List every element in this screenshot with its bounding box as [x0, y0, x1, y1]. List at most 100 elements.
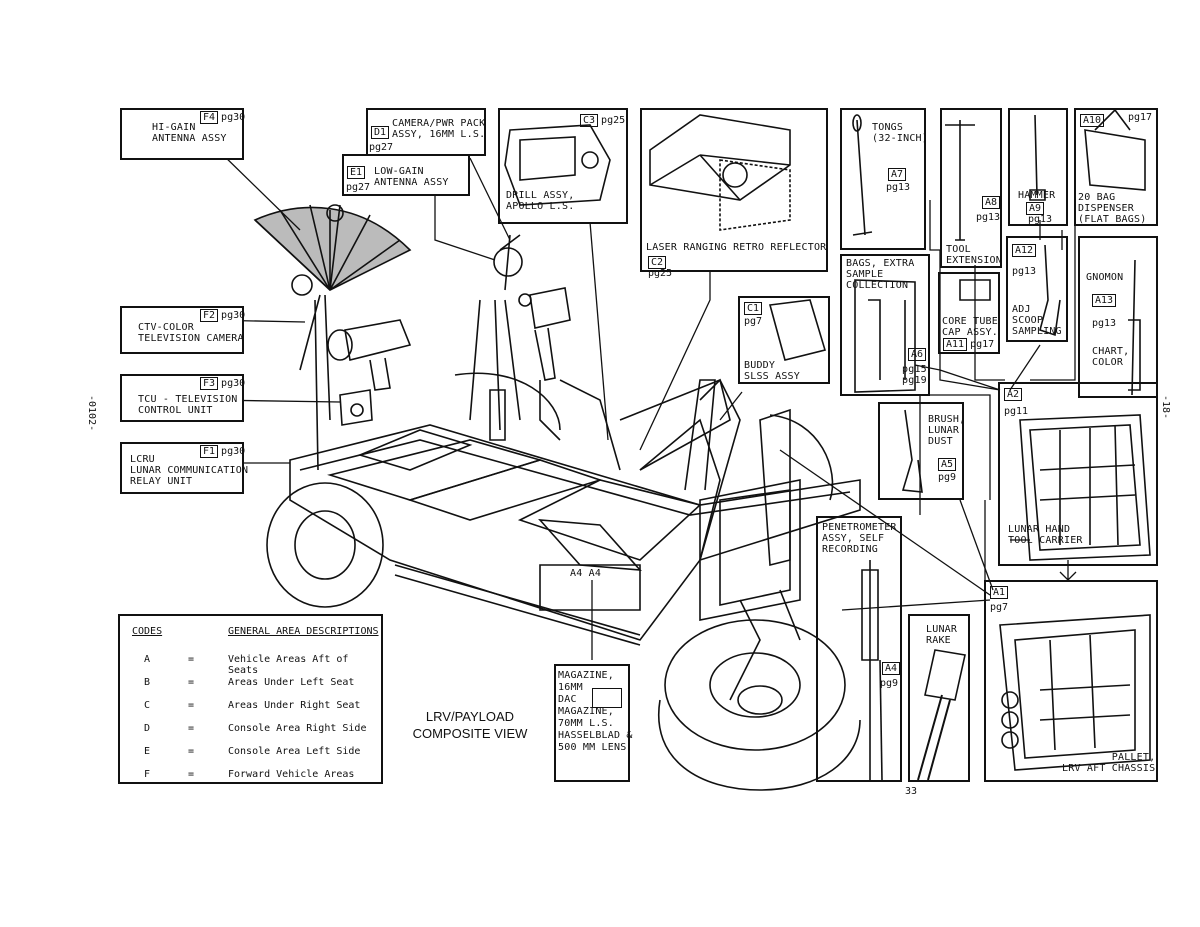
code-description: Areas Under Left Seat — [228, 677, 355, 688]
code-letter: F — [144, 769, 151, 780]
component-code: C2 — [648, 256, 667, 269]
label-a6-sample-bags: BAGS, EXTRA SAMPLE COLLECTION A6 pg15 pg… — [840, 254, 930, 396]
component-code: A6 — [908, 348, 927, 361]
code-equals: = — [188, 723, 195, 734]
component-page: pg30 — [221, 112, 246, 123]
component-code: A10 — [1080, 114, 1105, 127]
component-code: C1 — [744, 302, 763, 315]
component-code: A11 — [943, 338, 968, 351]
component-page: pg7 — [990, 602, 1009, 613]
component-page: pg13 — [976, 212, 1001, 223]
component-code: A12 — [1012, 244, 1037, 257]
component-code: A8 — [982, 196, 1001, 209]
component-name: LASER RANGING RETRO REFLECTOR — [646, 242, 827, 253]
component-page: pg30 — [221, 378, 246, 389]
code-letter: D — [144, 723, 151, 734]
code-description: Vehicle Areas Aft of Seats — [228, 654, 349, 676]
component-page: pg13 — [1012, 266, 1037, 277]
component-name: TONGS (32-INCH) — [872, 122, 928, 144]
code-equals: = — [188, 677, 195, 688]
codes-row: C = Areas Under Right Seat — [120, 700, 380, 714]
label-a9-hammer: HAMMER A9 pg13 — [1008, 108, 1068, 226]
component-page: pg27 — [346, 182, 371, 193]
component-page: pg25 — [648, 268, 673, 279]
component-code: F4 — [200, 111, 219, 124]
label-a13-gnomon: GNOMON A13 pg13 CHART, COLOR — [1078, 236, 1158, 398]
label-a1-pallet: A1 pg7 PALLET, LRV AFT CHASSIS — [984, 580, 1158, 782]
code-letter: E — [144, 746, 151, 757]
label-a5-brush: BRUSH, LUNAR DUST A5 pg9 — [878, 402, 966, 500]
component-code: D1 — [371, 126, 390, 139]
title-line-2: COMPOSITE VIEW — [412, 726, 528, 741]
component-name: CORE TUBE CAP ASSY. — [942, 316, 998, 338]
diagram-title: LRV/PAYLOAD COMPOSITE VIEW — [400, 708, 540, 742]
component-page: pg30 — [221, 446, 246, 457]
component-code: E1 — [347, 166, 366, 179]
page-number: 33 — [905, 786, 918, 797]
component-extra: CHART, COLOR — [1092, 346, 1130, 368]
component-name: 20 BAG DISPENSER (FLAT BAGS) — [1078, 192, 1147, 225]
title-line-1: LRV/PAYLOAD — [425, 709, 515, 724]
label-a7-tongs: TONGS (32-INCH) A7 pg13 — [840, 108, 928, 250]
code-description: Console Area Left Side — [228, 746, 361, 757]
pallet-drawing — [999, 614, 1151, 771]
component-code: A5 — [938, 458, 957, 471]
component-page: pg25 — [601, 115, 626, 126]
wheels — [266, 372, 861, 791]
component-name: LCRU LUNAR COMMUNICATION RELAY UNIT — [130, 454, 249, 487]
code-equals: = — [188, 654, 195, 665]
component-name: BUDDY SLSS ASSY — [744, 360, 800, 382]
component-code: A13 — [1092, 294, 1117, 307]
hi-gain-antenna-drawing — [253, 204, 412, 471]
label-a8-tool-extension: A8 pg13 TOOL EXTENSION — [940, 108, 1002, 268]
leader-lines — [207, 149, 1077, 660]
magazine-box-icon — [592, 688, 622, 708]
component-name: LUNAR RAKE — [926, 624, 958, 646]
component-code: A4 — [882, 662, 901, 675]
label-a10-bag-dispenser: A10 pg17 20 BAG DISPENSER (FLAT BAGS) — [1074, 108, 1158, 226]
component-name: MAGAZINE, 16MM DAC MAGAZINE, 70MM L.S. H… — [558, 670, 633, 753]
drill-drawing — [504, 124, 611, 206]
code-description: Areas Under Right Seat — [228, 700, 361, 711]
component-code: A7 — [888, 168, 907, 181]
codes-row: E = Console Area Left Side — [120, 746, 380, 760]
component-code: A9 — [1026, 202, 1045, 215]
side-margin-right: -18- — [1160, 395, 1171, 420]
component-name: ADJ SCOOP SAMPLING — [1012, 304, 1062, 337]
code-letter: C — [144, 700, 151, 711]
code-equals: = — [188, 769, 195, 780]
code-equals: = — [188, 746, 195, 757]
lrv-chassis — [289, 378, 861, 701]
label-d1-camera-pwr-pack: D1 CAMERA/PWR PACK ASSY, 16MM L.S. pg27 — [366, 108, 486, 156]
component-code: C3 — [580, 114, 599, 127]
codes-header-code: CODES — [132, 626, 163, 637]
label-a12-adj-scoop: A12 pg13 ADJ SCOOP SAMPLING — [1006, 236, 1068, 342]
label-e1-low-gain-antenna: E1 LOW-GAIN ANTENNA ASSY pg27 — [342, 154, 470, 196]
component-page: pg7 — [744, 316, 763, 327]
codes-header-desc: GENERAL AREA DESCRIPTIONS — [228, 626, 379, 637]
codes-row: D = Console Area Right Side — [120, 723, 380, 737]
component-name: TOOL EXTENSION — [946, 244, 1002, 266]
component-name: PALLET, LRV AFT CHASSIS — [1062, 752, 1156, 774]
component-page: pg11 — [1004, 406, 1029, 417]
component-name: HI-GAIN ANTENNA ASSY — [152, 122, 227, 144]
label-lunar-rake: LUNAR RAKE — [908, 614, 970, 782]
component-name: BAGS, EXTRA SAMPLE COLLECTION — [846, 258, 915, 291]
low-gain-antenna-drawing — [469, 234, 571, 441]
component-code: F1 — [200, 445, 219, 458]
laser-reflector-drawing — [649, 114, 791, 231]
component-page: pg13 — [1092, 318, 1117, 329]
chassis-a4-label: A4 A4 — [570, 568, 602, 579]
component-name: BRUSH, LUNAR DUST — [928, 414, 966, 447]
codes-row: A = Vehicle Areas Aft of Seats — [120, 654, 380, 676]
tv-camera-drawing — [327, 319, 412, 426]
codes-table: CODES GENERAL AREA DESCRIPTIONS A = Vehi… — [118, 614, 383, 784]
